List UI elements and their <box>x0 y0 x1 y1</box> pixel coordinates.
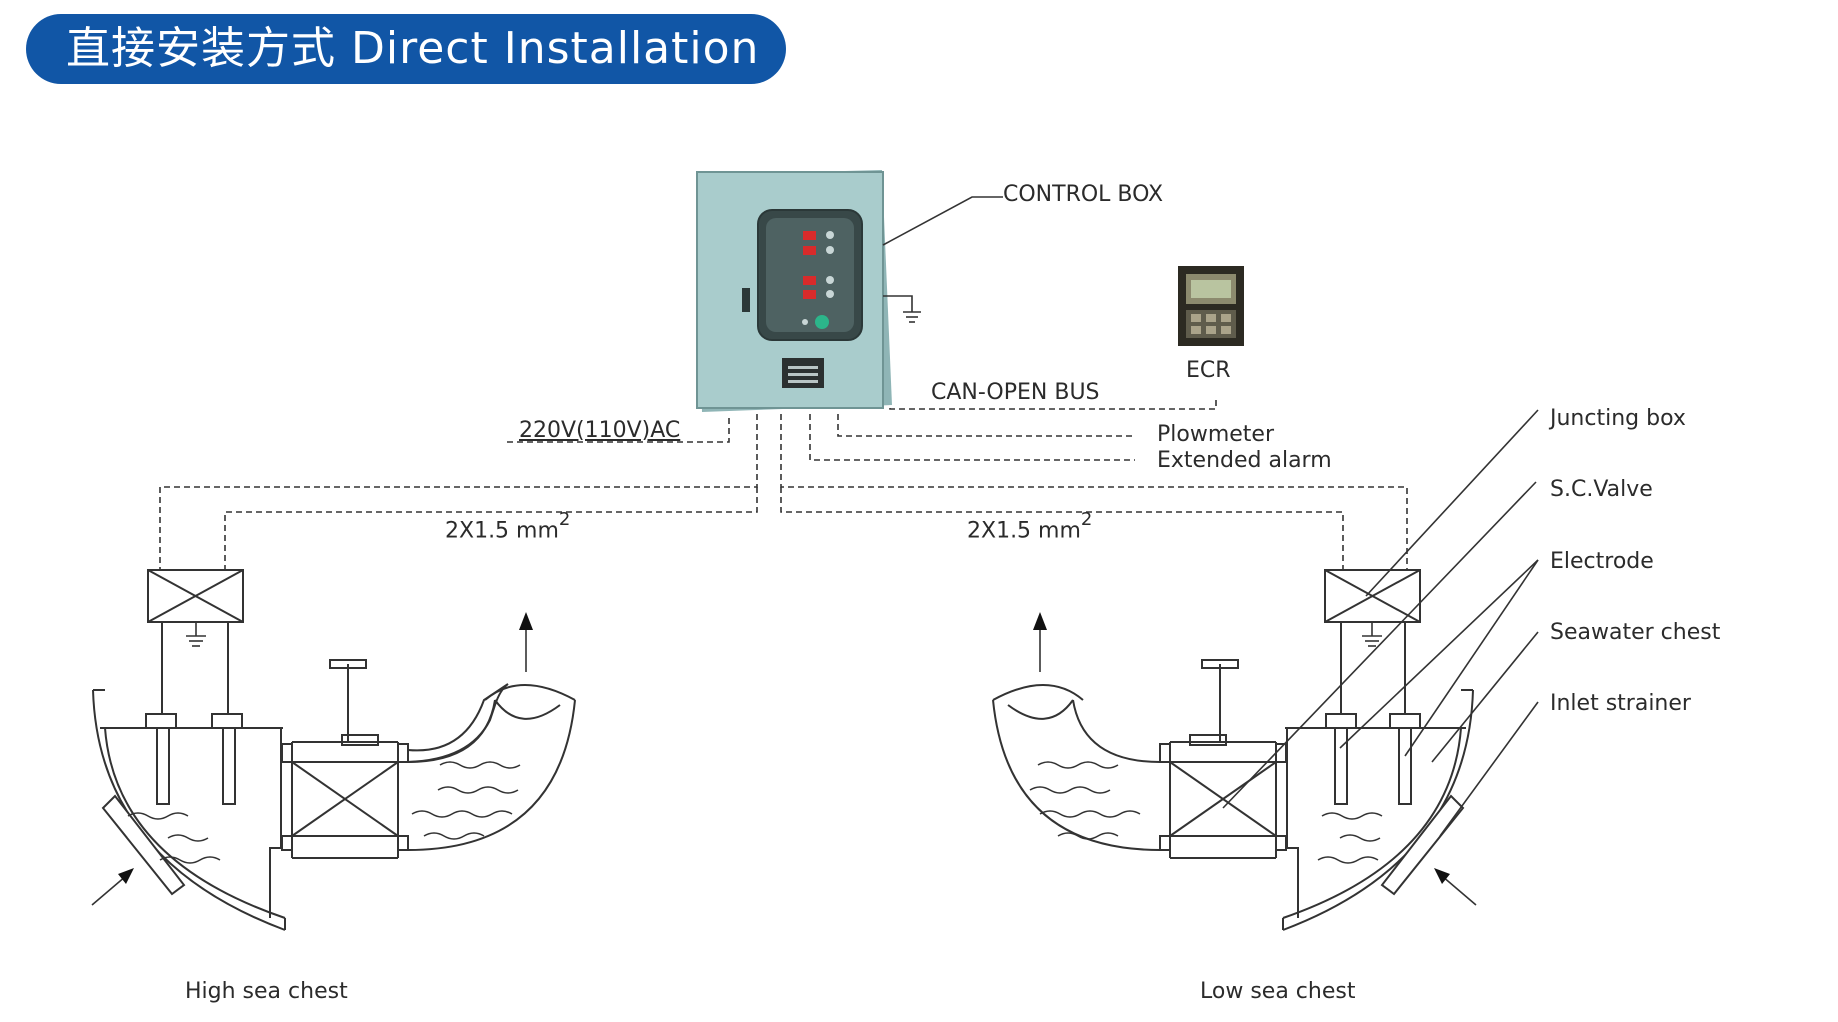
high-sea-chest-label: High sea chest <box>185 979 348 1004</box>
power-label: 220V(110V)AC <box>519 418 681 443</box>
plowmeter-label: Plowmeter <box>1157 422 1275 447</box>
control-box-label: CONTROL BOX <box>1003 182 1164 207</box>
cable-spec-right-exponent: 2 <box>1080 509 1093 530</box>
sc-valve-label: S.C.Valve <box>1550 477 1653 502</box>
high-sea-chest <box>91 569 576 931</box>
seawater-chest-label: Seawater chest <box>1550 620 1721 645</box>
cable-spec-left: 2X1.5 mm2 <box>445 511 570 544</box>
cable-spec-left-exponent: 2 <box>558 509 571 530</box>
low-sea-chest <box>992 569 1477 931</box>
cable-spec-right-text: 2X1.5 mm <box>967 518 1081 544</box>
cable-spec-right: 2X1.5 mm2 <box>967 511 1092 544</box>
ecr-panel <box>1178 266 1244 346</box>
junction-box-label: Juncting box <box>1550 406 1686 431</box>
electrode-label: Electrode <box>1550 549 1654 574</box>
low-sea-chest-label: Low sea chest <box>1200 979 1356 1004</box>
inlet-strainer-label: Inlet strainer <box>1550 691 1691 716</box>
can-open-bus-label: CAN-OPEN BUS <box>931 380 1100 405</box>
ecr-label: ECR <box>1186 358 1231 383</box>
title-banner: 直接安装方式 Direct Installation <box>26 14 786 84</box>
page-title: 直接安装方式 Direct Installation <box>66 23 760 74</box>
cable-spec-left-text: 2X1.5 mm <box>445 518 559 544</box>
extended-alarm-label: Extended alarm <box>1157 448 1332 473</box>
control-box <box>696 170 892 412</box>
